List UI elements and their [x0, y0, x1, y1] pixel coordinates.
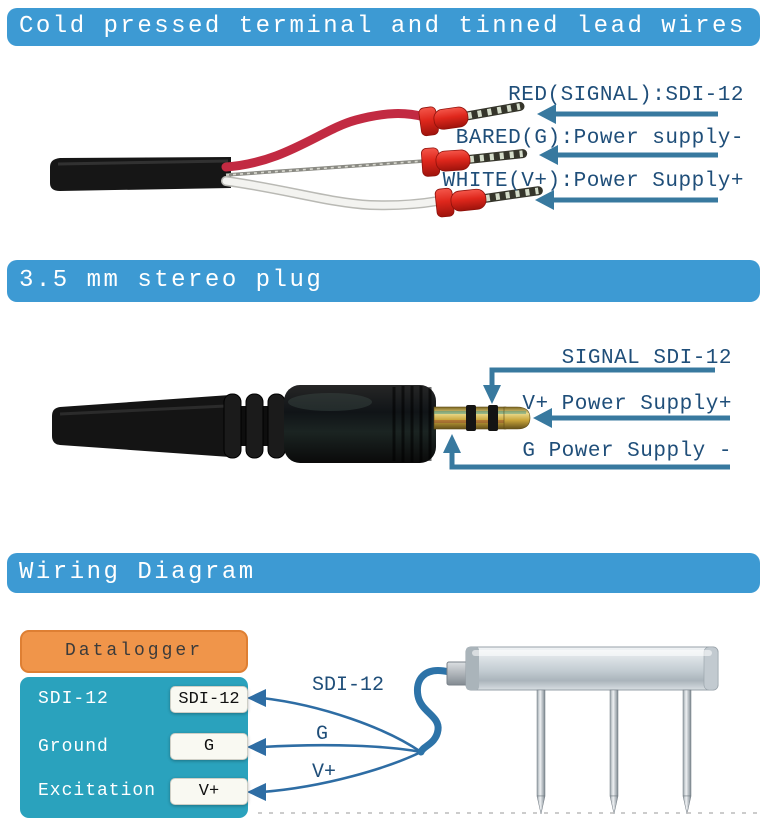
plug-cable — [52, 395, 230, 457]
wire-label-g: G — [316, 723, 329, 746]
terminal-sdi12: SDI-12 — [170, 686, 248, 713]
cable-jacket — [50, 157, 231, 191]
label-vplus-supply: V+ Power Supply+ — [522, 393, 732, 416]
crimp-terminal-bared — [421, 147, 528, 177]
wire-label-sdi12: SDI-12 — [312, 674, 385, 697]
arrow-white-vplus — [535, 190, 718, 210]
sensor-cable — [413, 667, 453, 756]
terminal-g: G — [170, 733, 248, 760]
arrow-bared-ground — [539, 145, 718, 165]
soil-sensor — [446, 646, 719, 815]
terminal-vplus: V+ — [170, 778, 248, 805]
crimp-terminal-white — [434, 186, 543, 218]
arrow-vplus-tip — [533, 408, 730, 428]
crimp-terminal-red — [418, 101, 525, 137]
sensor-pins — [536, 689, 692, 815]
section-header-plug: 3.5 mm stereo plug — [7, 260, 760, 302]
label-ground-supply: G Power Supply - — [522, 440, 732, 463]
red-wire — [221, 109, 429, 172]
label-white-vplus: WHITE(V+):Power Supply+ — [442, 170, 744, 193]
bared-wire — [225, 159, 425, 177]
white-wire — [221, 176, 443, 211]
label-red-signal: RED(SIGNAL):SDI-12 — [508, 84, 744, 107]
wire-arrowheads — [247, 689, 266, 801]
section-header-terminals: Cold pressed terminal and tinned lead wi… — [7, 8, 760, 46]
label-bared-ground: BARED(G):Power supply- — [455, 127, 744, 150]
row-label-excitation: Excitation — [38, 781, 157, 801]
wire-label-vplus: V+ — [312, 761, 337, 784]
strain-relief — [223, 393, 290, 459]
arrow-signal-sdi12 — [483, 367, 715, 404]
wiring-diagram-illustration — [247, 646, 760, 815]
label-signal-sdi12: SIGNAL SDI-12 — [561, 347, 732, 370]
lead-wires-illustration — [50, 101, 718, 218]
plug-body — [284, 385, 436, 463]
row-label-ground: Ground — [38, 737, 109, 757]
row-label-sdi12: SDI-12 — [38, 689, 109, 709]
datalogger-title-box: Datalogger — [20, 630, 248, 673]
wire-curves — [261, 696, 422, 794]
arrow-red-signal — [537, 104, 718, 124]
plug-gold-contact — [433, 405, 531, 431]
section-header-wiring: Wiring Diagram — [7, 553, 760, 593]
arrow-ground-sleeve — [443, 434, 730, 470]
stereo-plug-illustration — [52, 367, 730, 470]
